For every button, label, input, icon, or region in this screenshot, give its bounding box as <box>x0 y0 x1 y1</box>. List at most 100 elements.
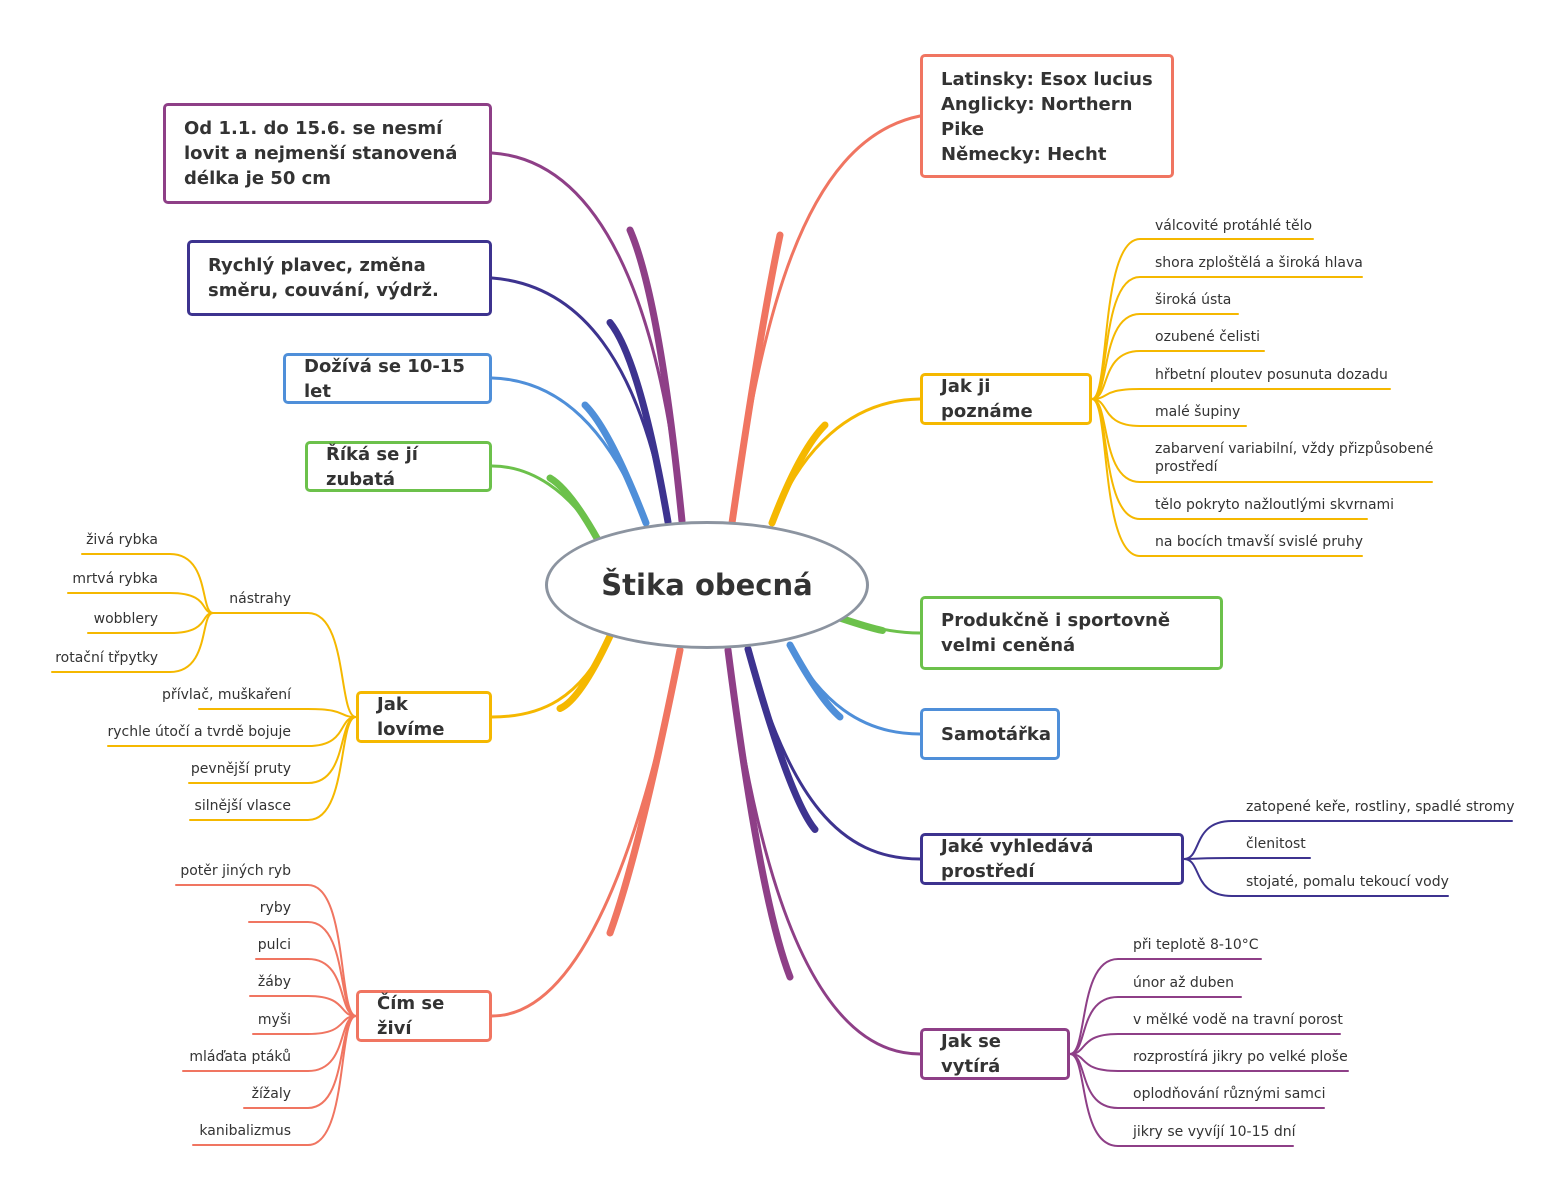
leaf-recognize-6[interactable]: malé šupiny <box>1155 404 1241 420</box>
topic-fishing[interactable]: Jak lovíme <box>356 691 492 743</box>
link-diet-4 <box>249 995 357 1017</box>
topic-lifespan-label: Dožívá se 10-15 let <box>304 355 465 402</box>
link-environment-3 <box>1183 858 1449 897</box>
link-diet-8 <box>192 1015 357 1146</box>
leaf-diet-4[interactable]: žáby <box>257 974 291 990</box>
branch-swimmer-base <box>606 319 672 526</box>
leaf-lures[interactable]: nástrahy <box>229 591 291 607</box>
link-spawning-3 <box>1069 1033 1341 1055</box>
leaf-fishing-4[interactable]: silnější vlasce <box>194 798 291 814</box>
link-diet-3 <box>255 958 357 1017</box>
branch-season <box>490 151 684 523</box>
topic-latin-names[interactable]: Latinsky: Esox lucius Anglicky: Northern… <box>920 54 1174 178</box>
branch-season-base <box>626 226 686 525</box>
leaf-diet-6[interactable]: mláďata ptáků <box>189 1049 291 1065</box>
leaf-spawning-3[interactable]: v mělké vodě na travní porost <box>1133 1012 1343 1028</box>
branch-spawning-base <box>724 646 794 981</box>
leaf-fishing-1[interactable]: přívlač, muškaření <box>162 687 291 703</box>
leaf-diet-3[interactable]: pulci <box>257 937 291 953</box>
link-spawning-4 <box>1069 1053 1349 1072</box>
leaf-recognize-1[interactable]: válcovité protáhlé tělo <box>1155 218 1313 234</box>
topic-diet[interactable]: Čím se živí <box>356 990 492 1042</box>
link-recognize-5 <box>1091 388 1391 400</box>
central-topic-label: Štika obecná <box>601 568 813 602</box>
leaf-recognize-8[interactable]: tělo pokryto nažloutlými skvrnami <box>1155 497 1395 513</box>
leaf-recognize-2[interactable]: shora zploštělá a široká hlava <box>1155 255 1363 271</box>
link-lures-2 <box>67 592 214 614</box>
link-spawning-6 <box>1069 1053 1294 1147</box>
link-spawning-1 <box>1069 958 1262 1055</box>
topic-environment-label: Jaké vyhledává prostředí <box>941 836 1094 882</box>
leaf-lure-4[interactable]: rotační třpytky <box>55 650 158 666</box>
link-recognize-4 <box>1091 350 1265 400</box>
leaf-environment-3[interactable]: stojaté, pomalu tekoucí vody <box>1246 874 1449 890</box>
leaf-fishing-2[interactable]: rychle útočí a tvrdě bojuje <box>107 724 291 740</box>
topic-spawning[interactable]: Jak se vytírá <box>920 1028 1070 1080</box>
leaf-environment-1[interactable]: zatopené keře, rostliny, spadlé stromy <box>1246 799 1515 815</box>
branch-latin-names-base <box>728 231 784 527</box>
branch-valued-base <box>836 614 886 634</box>
topic-lifespan[interactable]: Dožívá se 10-15 let <box>283 353 492 404</box>
branch-solitary-base <box>786 641 844 721</box>
leaf-recognize-5[interactable]: hřbetní ploutev posunuta dozadu <box>1155 367 1388 383</box>
leaf-lure-3[interactable]: wobblery <box>93 611 158 627</box>
topic-season[interactable]: Od 1.1. do 15.6. se nesmí lovit a nejmen… <box>163 103 492 204</box>
leaf-lure-2[interactable]: mrtvá rybka <box>72 571 158 587</box>
leaf-recognize-4[interactable]: ozubené čelisti <box>1155 329 1260 345</box>
leaf-spawning-4[interactable]: rozprostírá jikry po velké ploše <box>1133 1049 1348 1065</box>
link-fishing-5 <box>189 716 357 821</box>
leaf-diet-5[interactable]: myši <box>257 1012 291 1028</box>
branch-fishing-base <box>556 632 614 712</box>
link-environment-2 <box>1183 857 1311 860</box>
leaf-spawning-2[interactable]: únor až duben <box>1133 975 1235 991</box>
link-lures-4 <box>51 612 214 673</box>
branch-environment <box>746 647 922 861</box>
link-fishing-2 <box>198 708 357 718</box>
topic-season-label: Od 1.1. do 15.6. se nesmí lovit a nejmen… <box>184 118 458 189</box>
link-lures-1 <box>81 553 214 614</box>
topic-valued-label: Produkčně i sportovně velmi ceněná <box>941 610 1171 656</box>
link-recognize-6 <box>1091 398 1247 427</box>
link-environment-1 <box>1183 820 1513 860</box>
branch-solitary <box>788 643 922 736</box>
leaf-spawning-6[interactable]: jikry se vyvíjí 10-15 dní <box>1133 1124 1296 1140</box>
topic-recognize-label: Jak ji poznáme <box>941 376 1033 422</box>
link-diet-5 <box>252 1015 357 1035</box>
leaf-diet-7[interactable]: žížaly <box>251 1086 291 1102</box>
branch-diet <box>490 648 682 1018</box>
branch-recognize <box>770 397 922 525</box>
leaf-environment-2[interactable]: členitost <box>1246 836 1306 852</box>
leaf-recognize-7[interactable]: zabarvení variabilní, vždy přizpůsobené … <box>1155 441 1434 475</box>
link-spawning-2 <box>1069 996 1242 1055</box>
topic-solitary[interactable]: Samotářka <box>920 708 1060 760</box>
leaf-recognize-9[interactable]: na bocích tmavší svislé pruhy <box>1155 534 1363 550</box>
topic-solitary-label: Samotářka <box>941 723 1051 745</box>
topic-valued[interactable]: Produkčně i sportovně velmi ceněná <box>920 596 1223 670</box>
topic-swimmer[interactable]: Rychlý plavec, změna směru, couvání, výd… <box>187 240 492 316</box>
branch-nickname <box>490 464 600 542</box>
leaf-diet-2[interactable]: ryby <box>259 900 291 916</box>
leaf-lure-1[interactable]: živá rybka <box>86 532 158 548</box>
link-recognize-9 <box>1091 398 1363 557</box>
leaf-spawning-5[interactable]: oplodňování různými samci <box>1133 1086 1326 1102</box>
topic-nickname-label: Říká se jí zubatá <box>326 443 418 490</box>
branch-lifespan-base <box>581 401 650 527</box>
branch-diet-base <box>606 646 684 937</box>
topic-latin-names-label: Latinsky: Esox lucius Anglicky: Northern… <box>941 69 1153 165</box>
leaf-spawning-1[interactable]: při teplotě 8-10°C <box>1133 937 1259 953</box>
branch-environment-base <box>744 645 819 833</box>
topic-recognize[interactable]: Jak ji poznáme <box>920 373 1092 425</box>
link-recognize-3 <box>1091 313 1239 400</box>
topic-diet-label: Čím se živí <box>377 993 445 1039</box>
link-fishing-1 <box>212 612 357 718</box>
leaf-fishing-3[interactable]: pevnější pruty <box>190 761 291 777</box>
central-topic[interactable]: Štika obecná <box>545 521 869 649</box>
topic-spawning-label: Jak se vytírá <box>941 1031 1002 1077</box>
topic-swimmer-label: Rychlý plavec, změna směru, couvání, výd… <box>208 255 439 301</box>
leaf-recognize-3[interactable]: široká ústa <box>1155 292 1232 308</box>
leaf-diet-1[interactable]: potěr jiných ryb <box>180 863 291 879</box>
topic-nickname[interactable]: Říká se jí zubatá <box>305 441 492 492</box>
topic-environment[interactable]: Jaké vyhledává prostředí <box>920 833 1184 885</box>
leaf-diet-8[interactable]: kanibalizmus <box>199 1123 291 1139</box>
